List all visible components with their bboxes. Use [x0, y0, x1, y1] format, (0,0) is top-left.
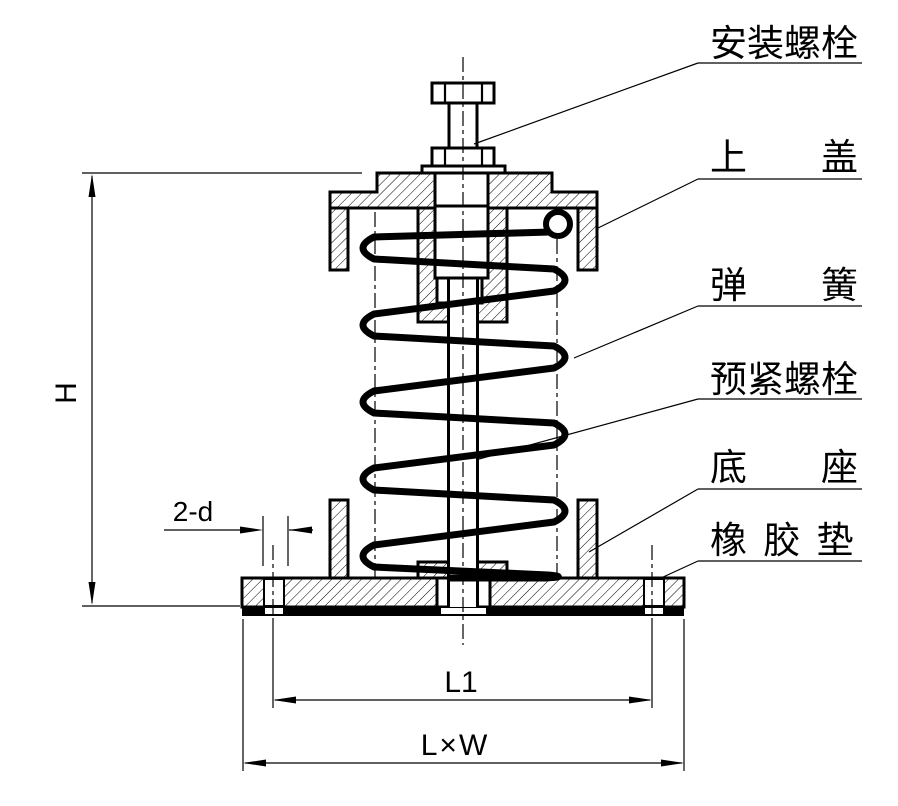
callout-pretension-bolt-leader [478, 398, 699, 460]
callouts: 安装螺栓 上 盖 弹 簧 预紧螺栓 底 座 橡 胶 垫 [473, 23, 862, 579]
callout-mounting-bolt: 安装螺栓 [473, 23, 862, 145]
lxw-arrow-left [243, 759, 266, 767]
dimension-h: H [50, 172, 362, 607]
dimension-2d: 2-d [164, 496, 313, 566]
l1-dimension-label: L1 [444, 666, 477, 699]
callout-rubber-pad-label: 橡 胶 垫 [710, 520, 857, 561]
top-cover-left-wall [328, 206, 350, 272]
callout-top-cover-leader [595, 178, 699, 230]
anchor-hole-right [643, 578, 665, 607]
callout-spring-label: 弹 簧 [710, 265, 858, 306]
h-dimension-label: H [50, 382, 83, 404]
dimension-lxw: L×W [242, 619, 685, 771]
top-cover-right-wall [576, 206, 599, 272]
2d-dimension-label: 2-d [173, 496, 213, 527]
callout-rubber-pad: 橡 胶 垫 [660, 520, 862, 579]
lxw-dimension-label: L×W [421, 729, 490, 762]
callout-spring-leader [573, 305, 699, 359]
callout-base-label: 底 座 [710, 447, 858, 488]
callout-base-leader [588, 488, 699, 553]
callout-top-cover-label: 上 盖 [710, 137, 858, 178]
rubber-pad-notch-right [645, 608, 663, 614]
callout-pretension-bolt-label: 预紧螺栓 [710, 359, 858, 400]
spring [359, 209, 573, 582]
lxw-arrow-right [661, 759, 684, 767]
callout-spring: 弹 簧 [573, 265, 862, 359]
h-arrow-down [88, 582, 96, 605]
rubber-pad-notch-left [265, 608, 283, 614]
callout-base: 底 座 [588, 447, 862, 553]
2d-arrow-left [240, 526, 263, 534]
h-arrow-up [88, 174, 96, 197]
l1-arrow-left [273, 696, 296, 704]
l1-arrow-right [629, 696, 652, 704]
base-right-wall [576, 498, 599, 580]
callout-top-cover: 上 盖 [595, 137, 862, 230]
callout-pretension-bolt: 预紧螺栓 [478, 359, 862, 460]
spring-coil-path [359, 228, 569, 582]
anchor-hole-left [263, 578, 285, 607]
callout-mounting-bolt-label: 安装螺栓 [710, 23, 858, 64]
callout-mounting-bolt-leader [473, 62, 699, 145]
callout-rubber-pad-leader [660, 560, 699, 579]
base-left-wall [328, 498, 350, 580]
spring-wire-end-section [543, 209, 573, 239]
dimension-l1: L1 [272, 622, 653, 708]
